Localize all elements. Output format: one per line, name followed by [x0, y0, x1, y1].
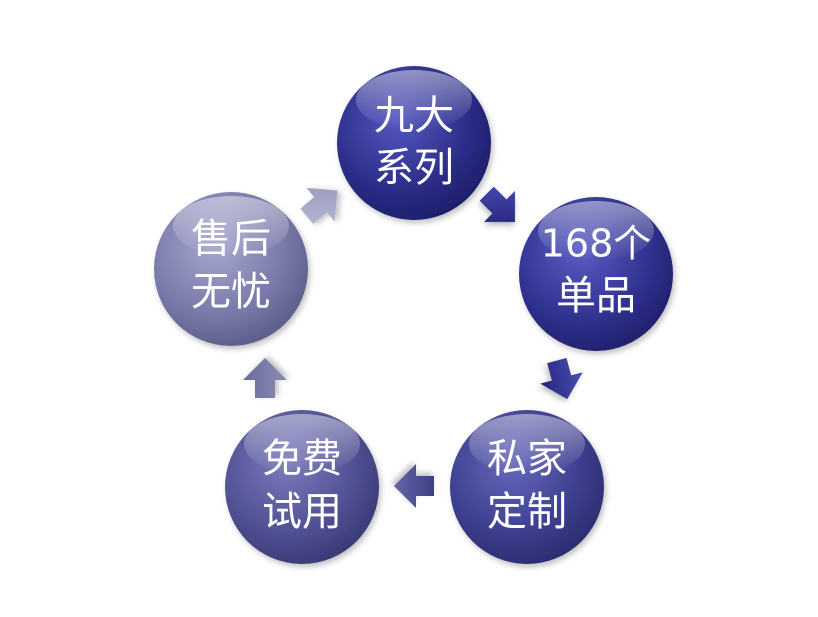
node-label-line2: 无忧 [191, 269, 271, 315]
arrow-1-to-2 [479, 186, 515, 222]
arrow-4-to-5 [243, 358, 287, 398]
node-free-trial: 免费 试用 [225, 410, 379, 564]
node-label-line2: 试用 [262, 489, 342, 535]
node-label-line1: 免费 [262, 436, 342, 482]
node-nine-series: 九大 系列 [337, 66, 491, 220]
node-label-line1: 九大 [374, 93, 454, 139]
node-private-custom: 私家 定制 [450, 410, 604, 564]
arrow-2-to-3 [540, 357, 583, 400]
node-worry-free-service: 售后 无忧 [154, 192, 308, 346]
node-label-line2: 定制 [487, 489, 567, 535]
node-168-items: 168个 单品 [519, 197, 673, 351]
node-label-line1: 售后 [191, 216, 271, 262]
node-label-line1: 私家 [487, 436, 567, 482]
arrow-3-to-4 [394, 464, 434, 508]
arrow-5-to-1 [300, 187, 338, 224]
node-label-line2: 单品 [556, 273, 636, 319]
node-label-line1: 168个 [541, 222, 652, 266]
node-label-line2: 系列 [374, 145, 454, 191]
